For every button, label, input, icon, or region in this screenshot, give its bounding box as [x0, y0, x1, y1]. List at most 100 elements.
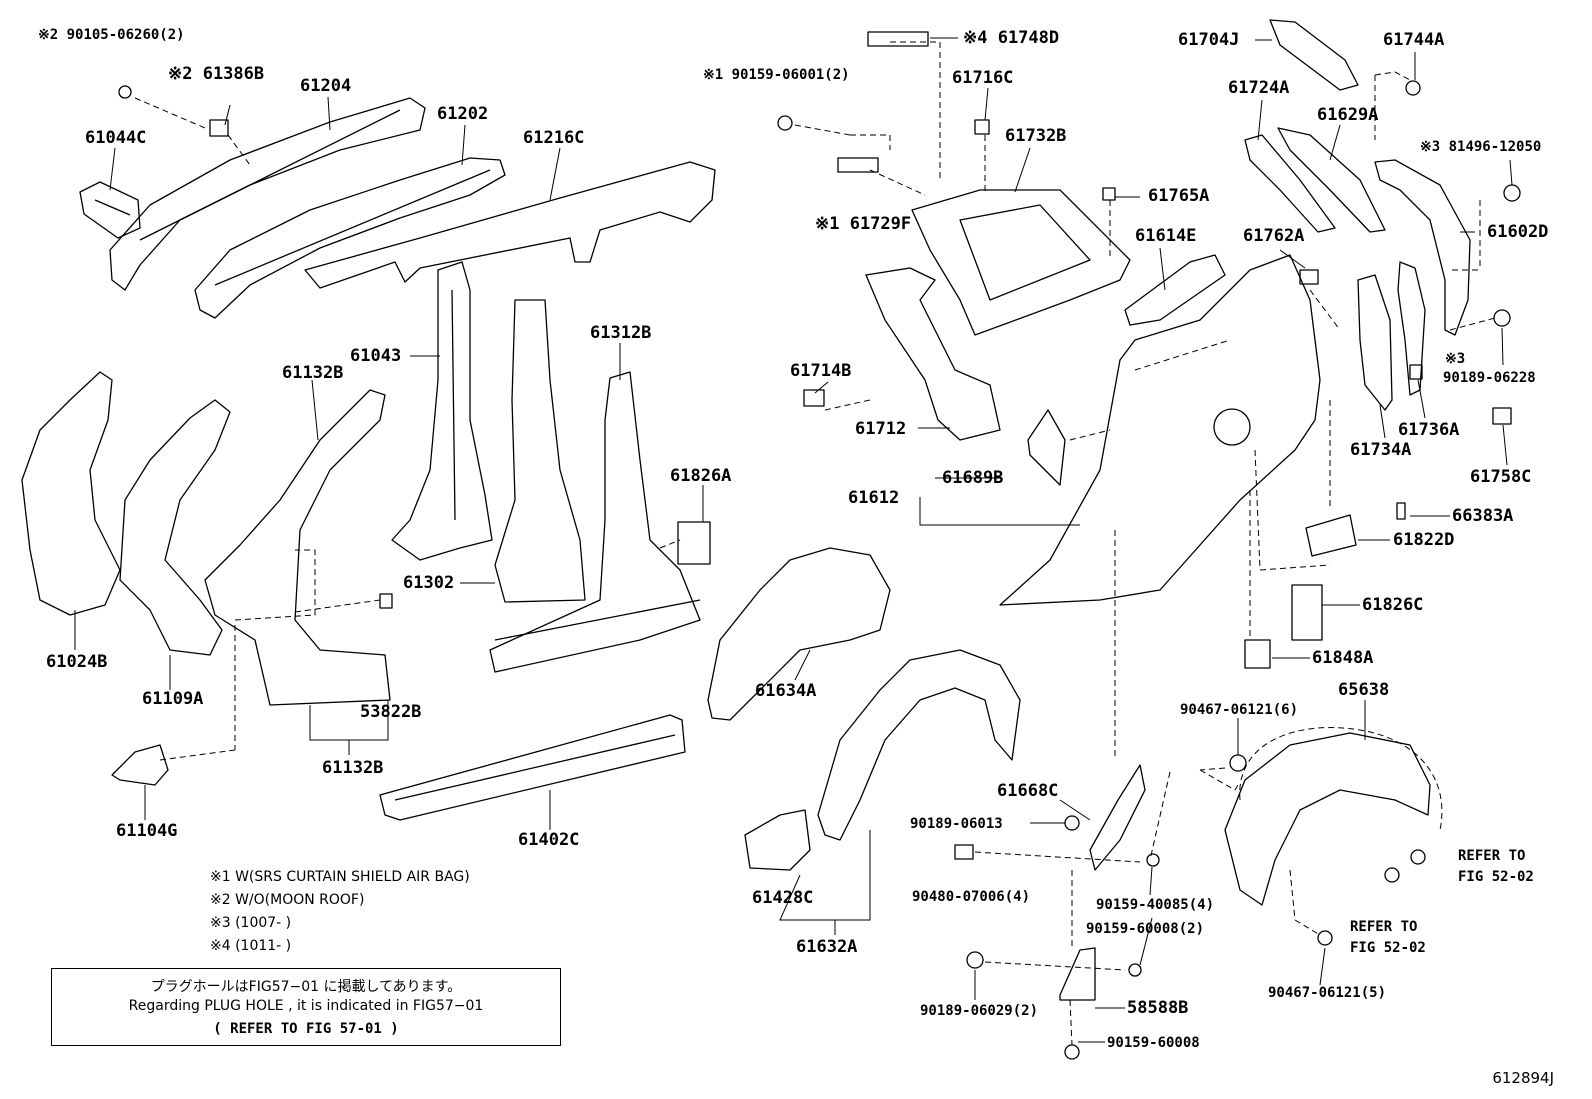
- part-label: 61132B: [322, 758, 384, 778]
- part-61822d-block: [1305, 514, 1357, 557]
- fasteners: [118, 80, 1521, 1060]
- part-label: 61848A: [1312, 648, 1374, 668]
- footnote: ※3 (1007- ): [210, 915, 292, 931]
- part-label: 61712: [855, 419, 907, 439]
- footnote: ※4 (1011- ): [210, 938, 292, 954]
- part-label: 65638: [1338, 680, 1390, 700]
- part-label: 61216C: [523, 128, 585, 148]
- part-label: 61716C: [952, 68, 1014, 88]
- part-61402c-rocker: [379, 714, 686, 821]
- part-label: 61704J: [1178, 30, 1240, 50]
- part-61024b-pillar: [21, 371, 121, 616]
- part-53822b-clip: [379, 593, 393, 609]
- part-61724a-pillar: [1244, 134, 1336, 233]
- part-label: 90159-60008(2): [1086, 921, 1205, 937]
- part-61712-panel: [865, 267, 1001, 441]
- part-label: 61024B: [46, 652, 108, 672]
- part-label: 61732B: [1005, 126, 1067, 146]
- part-label: 61614E: [1135, 226, 1197, 246]
- part-label: 61736A: [1398, 420, 1460, 440]
- part-61602d-pillar: [1374, 159, 1471, 336]
- part-label: 90189-06228: [1443, 370, 1536, 386]
- part-label: 53822B: [360, 702, 422, 722]
- refer-label-line2: FIG 52-02: [1350, 940, 1426, 956]
- part-label: 61312B: [590, 323, 652, 343]
- part-61704j-gutter: [1269, 19, 1359, 91]
- part-label: ※1 61729F: [815, 214, 912, 234]
- part-61202-rail: [194, 157, 506, 319]
- part-label: 61765A: [1148, 186, 1210, 206]
- part-61614e-reinforcement: [1124, 254, 1226, 326]
- refer-label-line2: FIG 52-02: [1458, 869, 1534, 885]
- plug-note-japanese: プラグホールはFIG57−01 に掲載してあります。: [150, 979, 462, 995]
- figure-code: 612894J: [1492, 1069, 1554, 1087]
- part-61312b-rocker: [489, 371, 701, 673]
- part-label: ※2 90105-06260(2): [38, 27, 185, 43]
- part-66383a-clip: [1396, 502, 1406, 520]
- part-61736a-reinforcement: [1397, 261, 1426, 396]
- part-61732b-frame: [911, 189, 1131, 336]
- refer-label-line1: REFER TO: [1458, 848, 1526, 864]
- plug-note-english: Regarding PLUG HOLE , it is indicated in…: [128, 998, 484, 1014]
- part-label: 61826C: [1362, 595, 1424, 615]
- part-61428c-extension: [744, 809, 811, 871]
- part-label: 90159-40085(4): [1096, 897, 1215, 913]
- part-label: 61734A: [1350, 440, 1412, 460]
- part-label: 61104G: [116, 821, 178, 841]
- part-label: 61826A: [670, 466, 732, 486]
- part-label: 58588B: [1127, 998, 1189, 1018]
- part-61689b-glass: [1027, 409, 1066, 486]
- plug-note-refer: ( REFER TO FIG 57-01 ): [213, 1021, 399, 1037]
- refer-label-line1: REFER TO: [1350, 919, 1418, 935]
- part-label: 61109A: [142, 689, 204, 709]
- part-label: 61132B: [282, 363, 344, 383]
- part-61826c-block: [1291, 584, 1323, 641]
- plug-hole-note-box: プラグホールはFIG57−01 に掲載してあります。 Regarding PLU…: [51, 968, 561, 1046]
- part-label: 90189-06029(2): [920, 1003, 1039, 1019]
- part-label: 61632A: [796, 937, 858, 957]
- part-label: 66383A: [1452, 506, 1514, 526]
- part-61204-rail: [109, 97, 426, 291]
- part-label: 61402C: [518, 830, 580, 850]
- part-label: ※1 90159-06001(2): [703, 67, 850, 83]
- part-label: 61668C: [997, 781, 1059, 801]
- part-label: 61602D: [1487, 222, 1549, 242]
- part-label: 61758C: [1470, 467, 1532, 487]
- part-label: 61043: [350, 346, 402, 366]
- part-61826a-block: [677, 521, 711, 565]
- part-label: ※4 61748D: [963, 28, 1060, 48]
- part-label: 90189-06013: [910, 816, 1003, 832]
- part-label: 61612: [848, 488, 900, 508]
- part-61634a-wheelhouse: [707, 547, 891, 721]
- part-61044c-bracket: [79, 181, 141, 239]
- part-61668c-seal: [1089, 764, 1146, 871]
- part-61104g-bracket: [111, 744, 169, 786]
- part-label: 61634A: [755, 681, 817, 701]
- part-label: 61202: [437, 104, 489, 124]
- part-label: 61204: [300, 76, 352, 96]
- part-61109a-pillar: [119, 399, 231, 656]
- part-label: 61724A: [1228, 78, 1290, 98]
- part-label: 61762A: [1243, 226, 1305, 246]
- part-label: 61302: [403, 573, 455, 593]
- part-label: 61822D: [1393, 530, 1455, 550]
- part-label: 61044C: [85, 128, 147, 148]
- part-label: 61689B: [942, 468, 1004, 488]
- part-label: 61744A: [1383, 30, 1445, 50]
- part-61216c-panel: [304, 161, 716, 289]
- part-label: 61714B: [790, 361, 852, 381]
- footnote: ※1 W(SRS CURTAIN SHIELD AIR BAG): [210, 869, 470, 885]
- footnote: ※2 W/O(MOON ROOF): [210, 892, 365, 908]
- part-label: ※2 61386B: [168, 64, 265, 84]
- part-label: 61428C: [752, 888, 814, 908]
- part-label: 90159-60008: [1107, 1035, 1200, 1051]
- part-61629a-pillar: [1277, 127, 1386, 233]
- part-label: 90467-06121(5): [1268, 985, 1387, 1001]
- part-61632a-wheelhouse: [817, 649, 1021, 841]
- part-65638-liner: [1224, 732, 1431, 906]
- part-label: ※3 81496-12050: [1420, 139, 1542, 155]
- part-61043-pillar: [391, 261, 493, 561]
- part-61132b-pillar: [204, 389, 391, 706]
- part-61302-pillar: [494, 299, 586, 603]
